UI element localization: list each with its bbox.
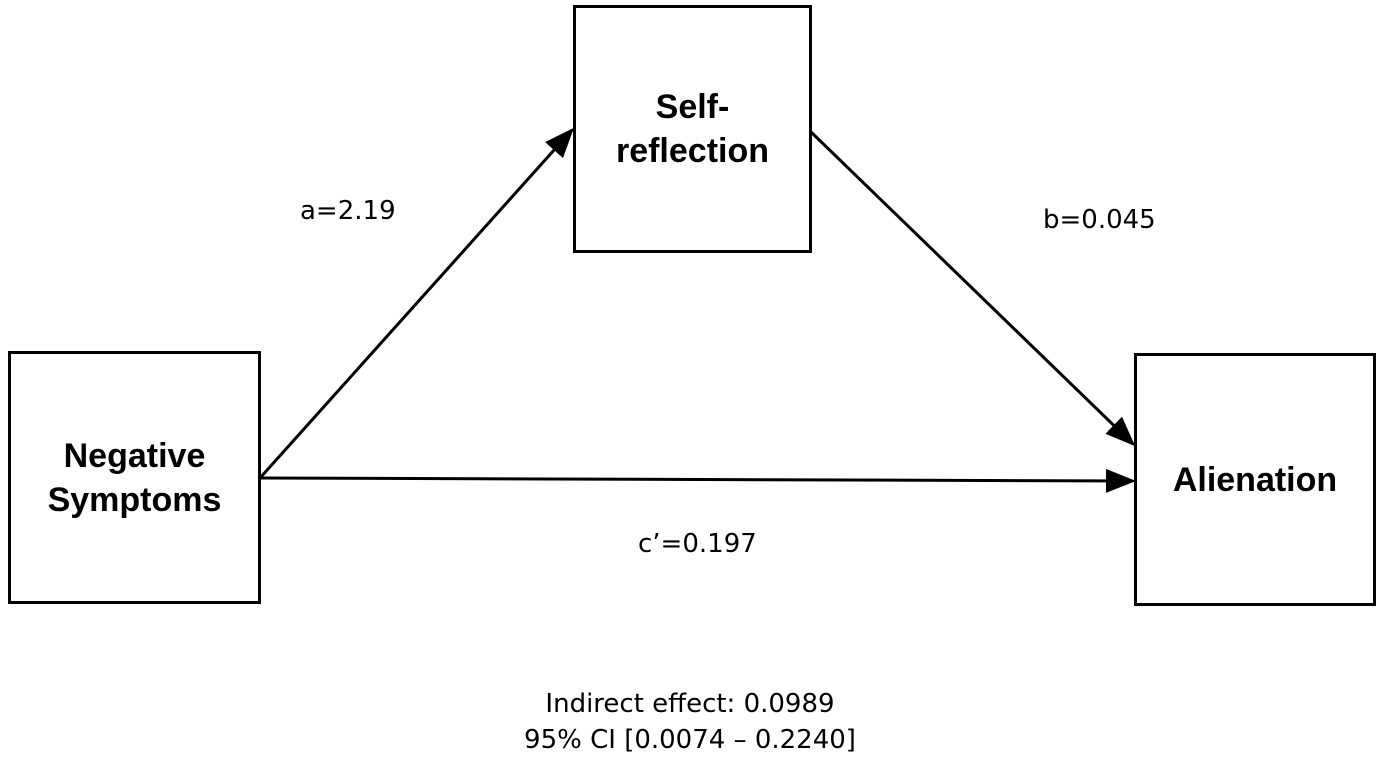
mediator-label-line1: Self-: [655, 88, 730, 126]
mediator-label-line2: reflection: [615, 132, 770, 170]
mediator-label: Self- reflection: [616, 85, 769, 173]
arrow-a: [258, 127, 575, 480]
arrow-b: [809, 130, 1136, 447]
outcome-box: Alienation: [1134, 353, 1376, 606]
predictor-label: Negative Symptoms: [48, 434, 222, 522]
outcome-label: Alienation: [1172, 460, 1338, 499]
indirect-effect-stats: Indirect effect: 0.0989 95% CI [0.0074 –…: [0, 686, 1380, 758]
path-a-label: a=2.19: [300, 196, 396, 226]
predictor-box: Negative Symptoms: [8, 351, 261, 604]
mediator-box: Self- reflection: [573, 5, 812, 253]
predictor-label-line2: Symptoms: [47, 480, 222, 519]
predictor-label-line1: Negative: [63, 436, 206, 475]
arrow-c-prime: [259, 468, 1136, 493]
confidence-interval: 95% CI [0.0074 – 0.2240]: [524, 725, 856, 755]
indirect-effect-value: Indirect effect: 0.0989: [545, 689, 835, 719]
path-c-prime-label: c’=0.197: [638, 529, 757, 559]
path-b-label: b=0.045: [1043, 205, 1156, 235]
